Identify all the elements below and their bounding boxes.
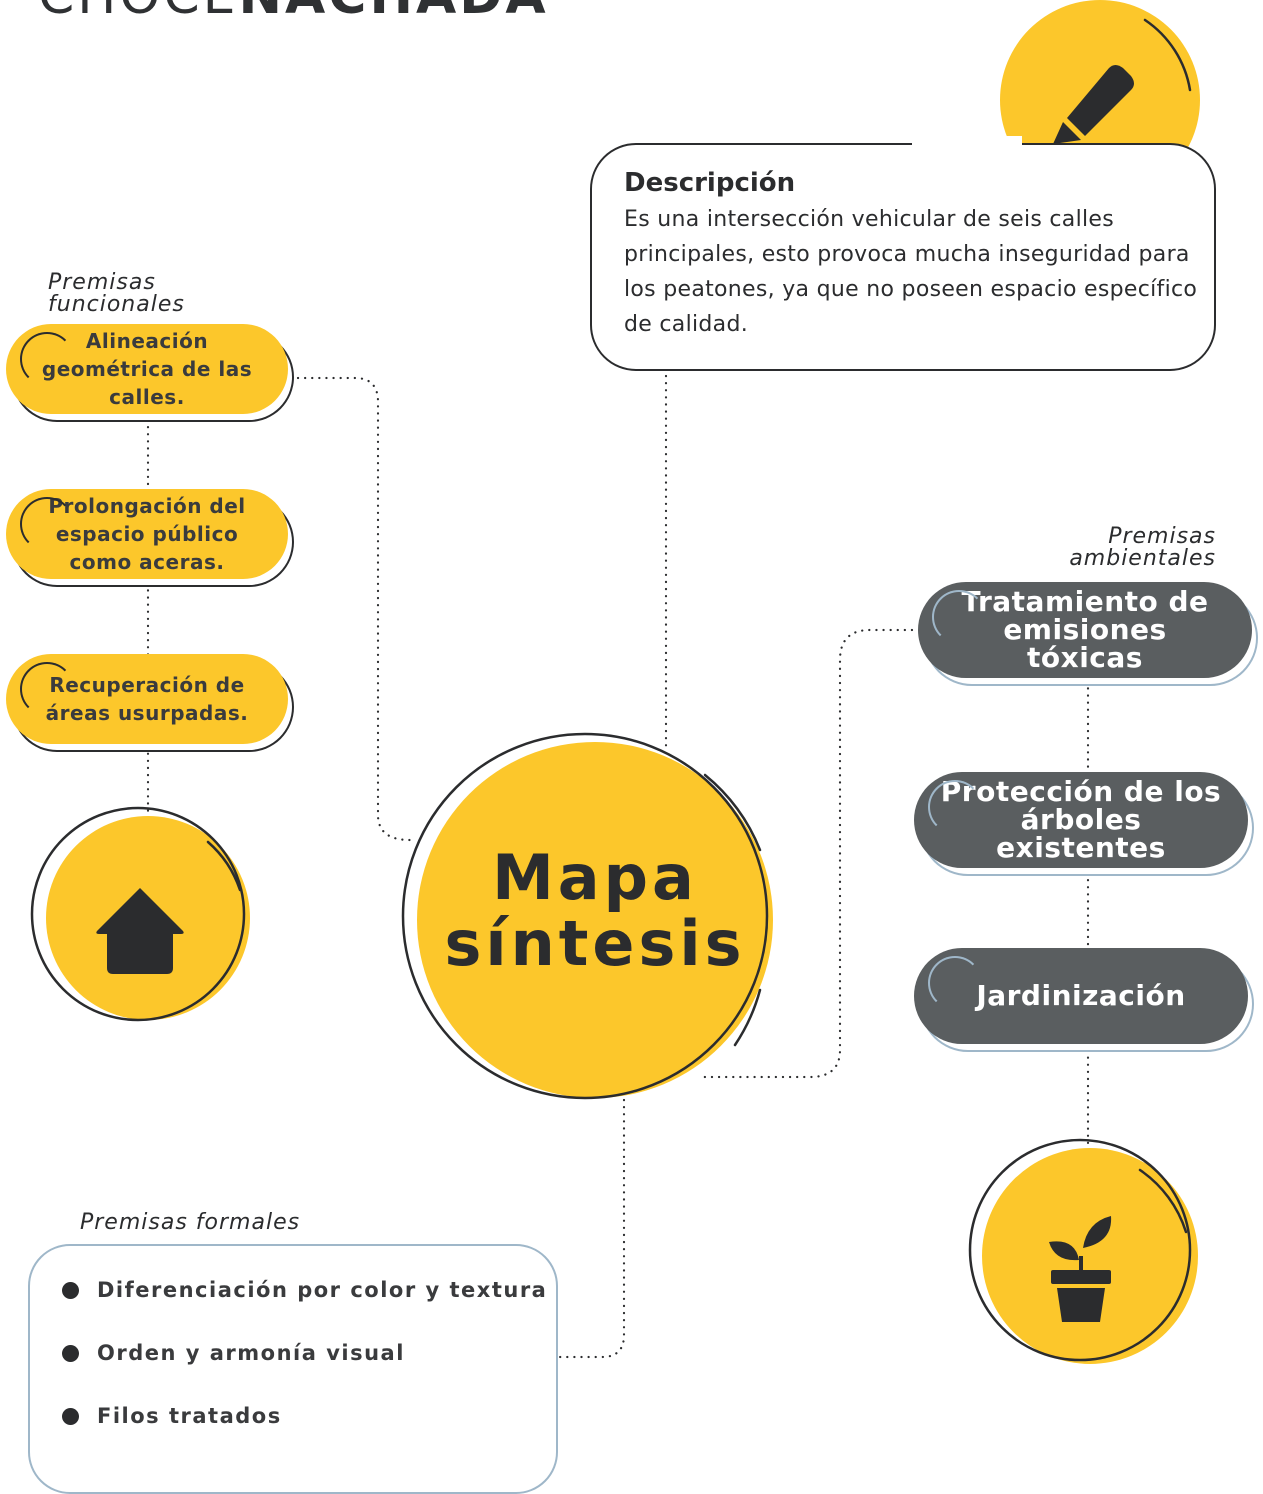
functional-pill-2-text: Prolongación del espacio público como ac… [48, 494, 246, 574]
plant-circle [968, 1138, 1198, 1364]
functional-pill-1: Alineación geométrica de las calles. [6, 324, 288, 414]
functional-pill-3: Recuperación de áreas usurpadas. [6, 654, 288, 744]
house-icon [96, 888, 184, 974]
bullet-icon [62, 1281, 79, 1299]
page-title: CHOCENACHADA [38, 0, 549, 26]
environmental-pill-2: Protección de los árboles existentes [914, 772, 1248, 868]
main-title-line-1: Mapa [492, 841, 698, 914]
functional-label: Premisas funcionales [48, 270, 185, 317]
functional-pill-1-text: Alineación geométrica de las calles. [41, 329, 253, 409]
environmental-pill-3: Jardinización [914, 948, 1248, 1044]
formal-label: Premisas formales [80, 1210, 301, 1235]
environmental-label: Premisas ambientales [1069, 524, 1216, 571]
plant-icon [1049, 1216, 1112, 1322]
main-title: Mapa síntesis [420, 845, 770, 977]
description-title: Descripción [624, 168, 796, 198]
main-circle [401, 732, 773, 1100]
formal-item-1: Diferenciación por color y textura [62, 1278, 547, 1302]
formal-item-3-text: Filos tratados [97, 1404, 282, 1428]
environmental-pill-3-text: Jardinización [976, 979, 1186, 1012]
description-box-gap [912, 136, 1022, 150]
page-title-bold: NACHADA [239, 0, 549, 26]
bullet-icon [62, 1344, 79, 1362]
environmental-pill-2-text: Protección de los árboles existentes [940, 775, 1222, 864]
description-text: Es una intersección vehicular de seis ca… [624, 207, 1198, 337]
functional-pill-2: Prolongación del espacio público como ac… [6, 489, 288, 579]
pencil-icon [1053, 65, 1134, 144]
description-box [590, 143, 1216, 371]
formal-item-2: Orden y armonía visual [62, 1341, 405, 1365]
environmental-pill-1-text: Tratamiento de emisiones tóxicas [961, 585, 1209, 674]
functional-pill-3-text: Recuperación de áreas usurpadas. [45, 673, 249, 725]
main-title-line-2: síntesis [444, 907, 746, 980]
formal-item-3: Filos tratados [62, 1404, 282, 1428]
formal-item-2-text: Orden y armonía visual [97, 1341, 405, 1365]
bullet-icon [62, 1407, 79, 1425]
page-title-light: CHOCE [38, 0, 239, 26]
environmental-pill-1: Tratamiento de emisiones tóxicas [918, 582, 1252, 678]
formal-item-1-text: Diferenciación por color y textura [97, 1278, 548, 1302]
